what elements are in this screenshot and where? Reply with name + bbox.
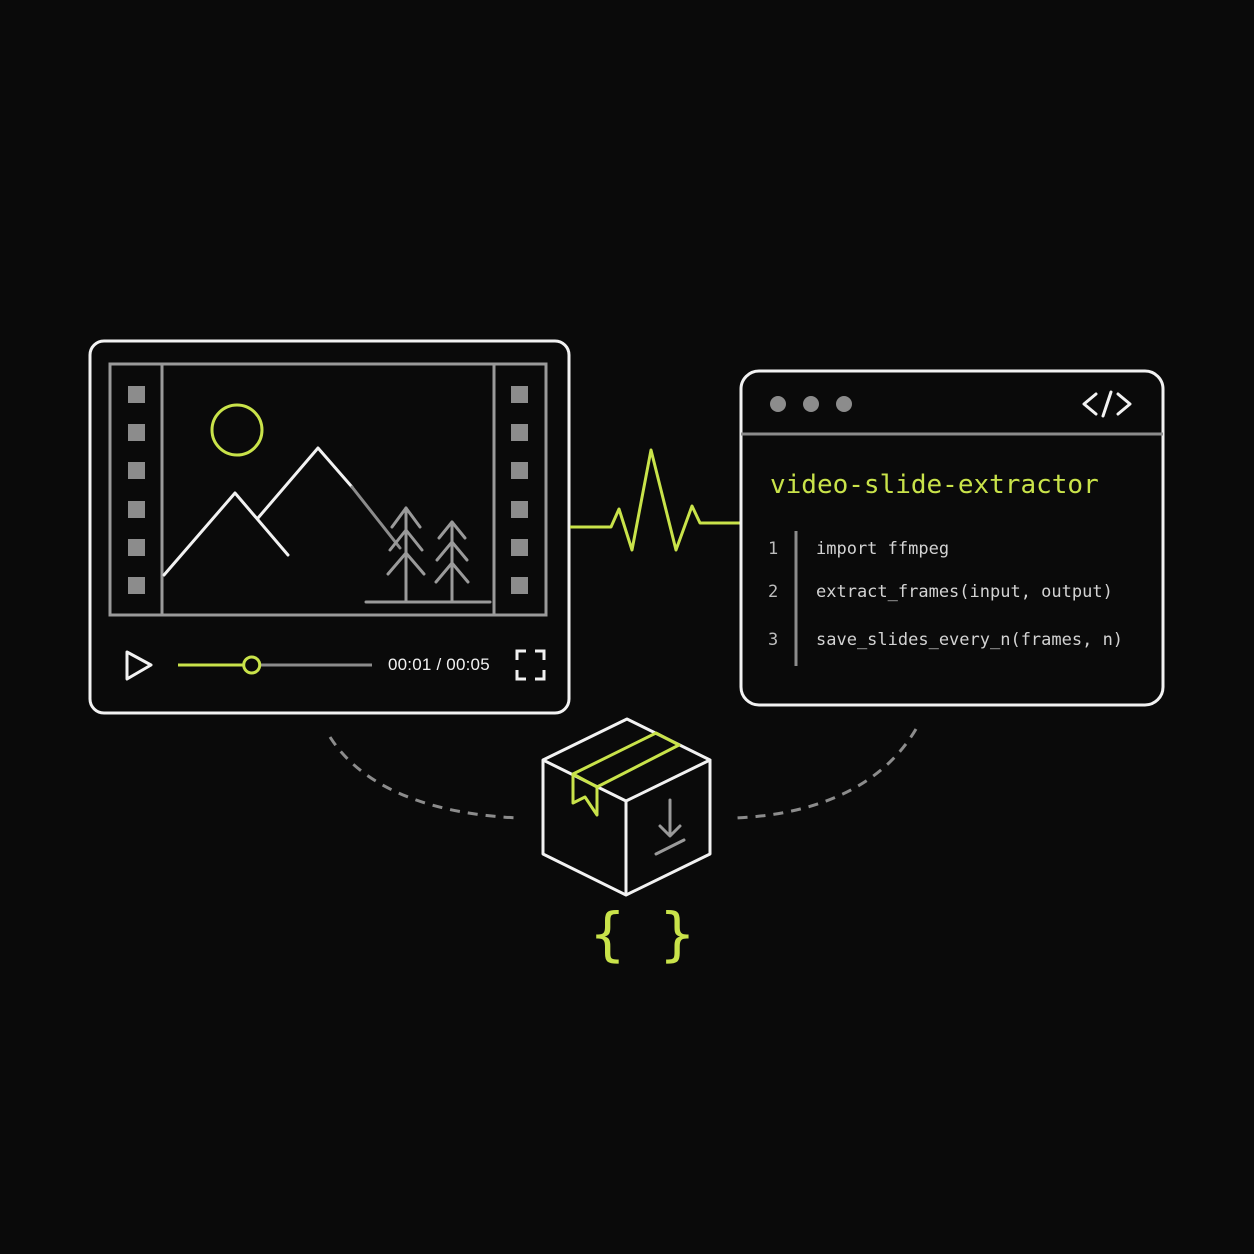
window-dot-maximize[interactable] — [836, 396, 852, 412]
trees-icon — [364, 506, 492, 604]
film-perforations-right — [511, 386, 528, 594]
package-box-icon — [541, 717, 712, 897]
video-screen — [108, 362, 548, 617]
code-editor — [739, 369, 1165, 707]
pulse-wave-icon — [570, 448, 740, 552]
fullscreen-icon[interactable] — [515, 649, 546, 681]
film-perforations-left — [128, 386, 145, 594]
code-line[interactable]: extract_frames(input, output) — [816, 582, 1113, 602]
code-editor-frame — [739, 369, 1165, 707]
code-line[interactable]: import ffmpeg — [816, 539, 950, 559]
json-braces-icon: { } — [590, 900, 695, 968]
package-tape-flap — [571, 774, 599, 817]
line-number: 1 — [768, 539, 779, 559]
window-dot-close[interactable] — [770, 396, 786, 412]
mountains-icon — [162, 446, 402, 577]
line-number: 3 — [768, 630, 779, 650]
download-icon — [654, 798, 686, 856]
dashed-arc-left — [328, 736, 521, 820]
code-icon — [1082, 390, 1132, 418]
code-line[interactable]: save_slides_every_n(frames, n) — [816, 630, 1124, 650]
line-number: 2 — [768, 582, 779, 602]
dashed-arc-right — [734, 728, 918, 820]
playback-time: 00:01 / 00:05 — [388, 655, 490, 674]
package-tape — [571, 731, 681, 789]
window-dot-minimize[interactable] — [803, 396, 819, 412]
video-player-frame — [88, 339, 571, 715]
editor-title: video-slide-extractor — [770, 470, 1099, 500]
sun-icon — [210, 403, 264, 457]
progress-thumb[interactable] — [242, 655, 262, 675]
video-player — [88, 339, 571, 715]
play-icon[interactable] — [125, 650, 153, 681]
